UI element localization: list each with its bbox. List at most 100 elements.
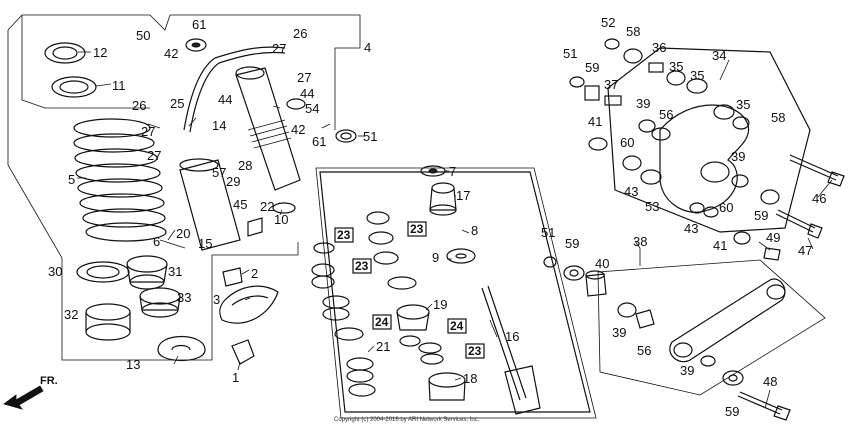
callout-16: 16 (505, 329, 519, 344)
callout-59-a: 59 (585, 60, 599, 75)
callout-30: 30 (48, 264, 62, 279)
callout-26-left: 26 (132, 98, 146, 113)
callout-8: 8 (471, 223, 478, 238)
shock-absorber-group (179, 38, 357, 251)
boxed-callout-23-b: 23 (407, 221, 427, 237)
callout-9: 9 (432, 250, 439, 265)
copyright-text: Copyright (c) 2004-2016 by ARI Network S… (334, 417, 480, 423)
callout-4: 4 (364, 40, 371, 55)
boxed-callout-23-b-text: 23 (410, 222, 424, 236)
pivot-bolt-48 (737, 391, 791, 421)
boxed-callouts: 23 23 23 23 24 24 (334, 221, 485, 359)
callout-45: 45 (233, 197, 247, 212)
callout-36: 36 (652, 40, 666, 55)
front-arrow: FR. (3, 375, 58, 410)
callout-25: 25 (170, 96, 184, 111)
pivot-bolt-46 (789, 154, 845, 187)
shock-spring-group (44, 42, 206, 361)
callout-7: 7 (449, 164, 456, 179)
collar-51 (335, 129, 357, 143)
callout-11: 11 (112, 78, 126, 93)
callout-18: 18 (463, 371, 477, 386)
valve-stack (311, 211, 444, 397)
callout-13: 13 (126, 357, 140, 372)
front-arrow-label: FR. (40, 375, 58, 387)
bushing-ring-30 (76, 261, 130, 283)
callout-39-a: 39 (636, 96, 650, 111)
leader-lines (77, 51, 833, 409)
callout-21: 21 (376, 339, 390, 354)
callout-41-a: 41 (588, 114, 602, 129)
cap-1 (231, 339, 255, 365)
callout-54: 54 (305, 101, 319, 116)
spring-seat-33 (139, 287, 181, 318)
callout-35-b: 35 (690, 68, 704, 83)
callout-58-b: 58 (771, 110, 785, 125)
washer-7 (420, 165, 446, 177)
bushing-56 (617, 302, 655, 329)
callout-49: 49 (766, 230, 780, 245)
callout-22: 22 (260, 199, 274, 214)
callout-39-c: 39 (612, 325, 626, 340)
callout-56-b: 56 (637, 343, 651, 358)
callout-27-d: 27 (297, 70, 311, 85)
boxed-callout-23-a-text: 23 (337, 228, 351, 242)
washer-59-lower (722, 370, 744, 386)
callout-40: 40 (595, 256, 609, 271)
callout-17: 17 (456, 188, 470, 203)
lock-nut (51, 76, 97, 98)
rubber-stopper-18 (428, 372, 466, 401)
callout-60-b: 60 (719, 200, 733, 215)
callout-37: 37 (604, 77, 618, 92)
callout-35-c: 35 (736, 97, 750, 112)
clamp-45 (247, 217, 263, 237)
group-outlines (7, 14, 826, 419)
callout-61-b: 61 (312, 134, 326, 149)
callout-26-top: 26 (293, 26, 307, 41)
callout-44-b: 44 (300, 86, 314, 101)
connecting-rod-38 (669, 278, 786, 363)
callout-52: 52 (601, 15, 615, 30)
callout-31: 31 (168, 264, 182, 279)
callout-59-d: 59 (725, 404, 739, 419)
callout-42-a: 42 (164, 46, 178, 61)
reservoir-20 (179, 158, 241, 251)
damper-body-14 (235, 66, 301, 191)
callout-51-b: 51 (563, 46, 577, 61)
callout-41-b: 41 (713, 238, 727, 253)
callout-47: 47 (798, 243, 812, 258)
clip-22 (272, 202, 296, 214)
callout-60-a: 60 (620, 135, 634, 150)
damper-internals (272, 165, 541, 415)
front-arrow-icon (3, 385, 44, 410)
callout-19: 19 (433, 297, 447, 312)
callout-59-b: 59 (754, 208, 768, 223)
callout-56-a: 56 (659, 107, 673, 122)
reservoir-hose-25 (183, 46, 286, 133)
callout-14: 14 (212, 118, 226, 133)
callout-51-c: 51 (541, 225, 555, 240)
boxed-callout-23-c-text: 23 (355, 259, 369, 273)
callout-57: 57 (212, 165, 226, 180)
callout-33: 33 (177, 290, 191, 305)
bracket-2 (222, 267, 243, 287)
callout-32: 32 (64, 307, 78, 322)
pro-link-assembly (543, 38, 845, 421)
collar-61 (185, 38, 207, 52)
boxed-callout-23-c: 23 (352, 258, 372, 274)
boxed-callout-23-a: 23 (334, 227, 354, 243)
nut-39 (700, 355, 716, 367)
boxed-callout-24-a: 24 (372, 314, 392, 330)
callout-59-c: 59 (565, 236, 579, 251)
washer-54 (286, 98, 306, 110)
callout-3: 3 (213, 292, 220, 307)
boxed-callout-23-d: 23 (465, 343, 485, 359)
boxed-callout-23-d-text: 23 (468, 344, 482, 358)
callout-12: 12 (93, 45, 107, 60)
callout-53: 53 (645, 199, 659, 214)
callout-27-c: 27 (272, 41, 286, 56)
nut-51-left (543, 256, 557, 268)
callout-2: 2 (251, 266, 258, 281)
callout-39-b: 39 (731, 149, 745, 164)
